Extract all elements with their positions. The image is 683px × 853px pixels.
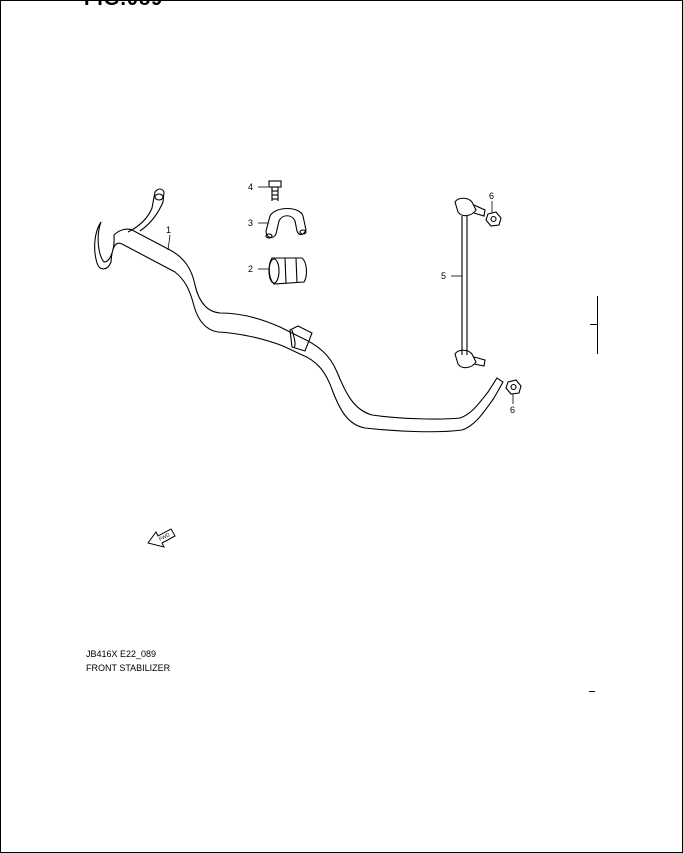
callout-5: 5 [441, 271, 446, 281]
figure-code: JB416X E22_089 [86, 649, 157, 659]
callout-3: 3 [248, 218, 253, 228]
leader-lines [167, 186, 514, 404]
stabilizer-bar[interactable] [94, 188, 504, 433]
nut-upper[interactable] [485, 211, 502, 227]
callout-1: 1 [166, 225, 171, 235]
stabilizer-link[interactable] [454, 197, 486, 369]
fwd-arrow-icon: FWD [147, 528, 176, 548]
page-dash [589, 691, 595, 692]
figure-title: FIG.089 [84, 0, 163, 11]
callout-6-lower: 6 [510, 405, 515, 415]
bolt[interactable] [268, 180, 282, 201]
margin-tick [590, 324, 597, 325]
callout-4: 4 [248, 182, 253, 192]
figure-caption: FRONT STABILIZER [86, 663, 171, 673]
fwd-arrow-label: FWD [158, 532, 171, 543]
bushing-bracket[interactable] [265, 207, 307, 239]
bushing[interactable] [268, 257, 307, 285]
callout-2: 2 [248, 264, 253, 274]
callout-6-upper: 6 [489, 191, 494, 201]
nut-lower[interactable] [505, 379, 522, 395]
margin-rule [597, 296, 598, 354]
